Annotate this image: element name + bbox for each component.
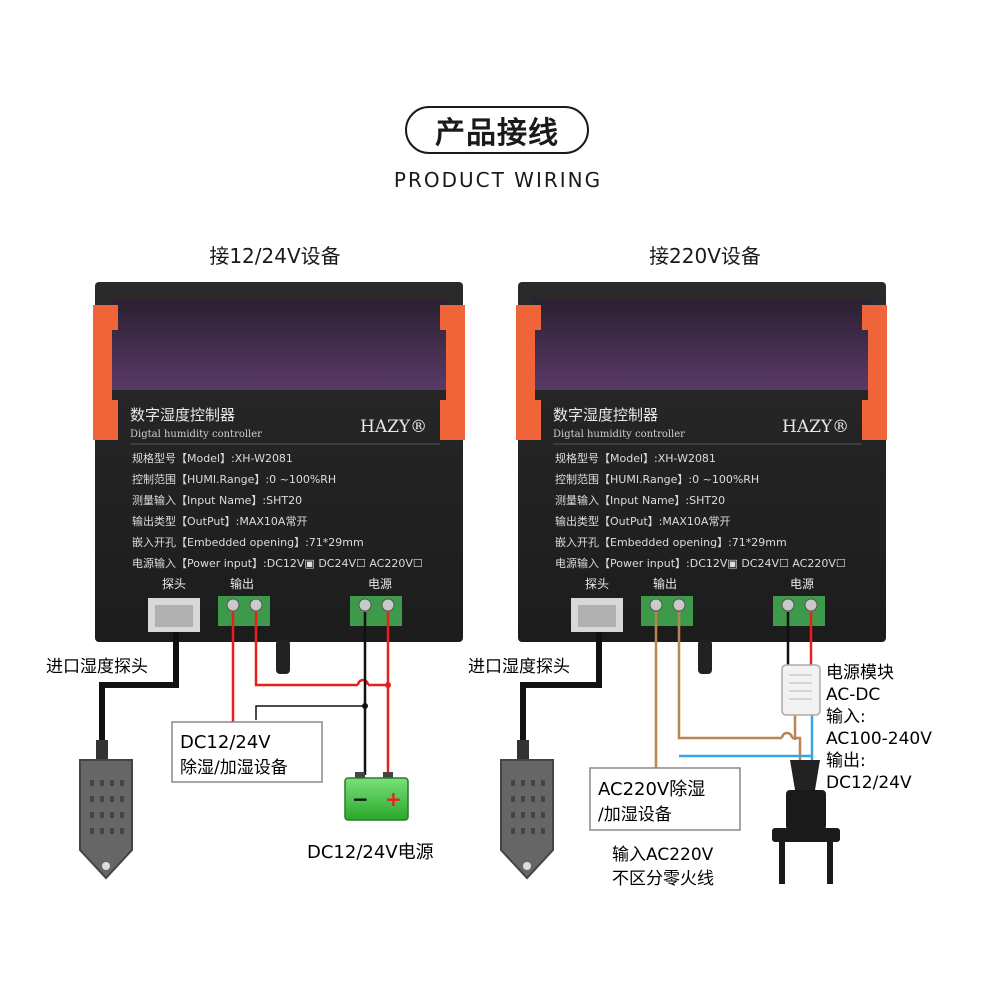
left-output-terminal — [218, 596, 270, 626]
right-term-output: 输出 — [653, 576, 677, 591]
left-clip-left — [93, 305, 118, 440]
left-ctrl-brand: HAZY® — [360, 417, 427, 437]
right-spec-3: 输出类型【OutPut】:MAX10A常开 — [555, 514, 730, 528]
battery-minus: − — [352, 787, 369, 811]
ac-plug-icon — [772, 760, 840, 884]
right-spec-2: 测量输入【Input Name】:SHT20 — [555, 493, 725, 507]
power-module-label: 电源模块 AC-DC 输入: AC100-240V 输出: DC12/24V — [826, 663, 932, 793]
right-device-line-0: AC220V除湿 — [598, 779, 705, 800]
left-heading: 接12/24V设备 — [209, 244, 341, 268]
power-module — [781, 664, 821, 716]
right-ctrl-title-cn: 数字湿度控制器 — [553, 406, 658, 424]
right-controller: 数字湿度控制器 Digtal humidity controller HAZY®… — [516, 282, 887, 674]
left-spec-lines: 规格型号【Model】:XH-W2081 控制范围【HUMI.Range】:0 … — [132, 451, 423, 570]
right-spec-lines: 规格型号【Model】:XH-W2081 控制范围【HUMI.Range】:0 … — [555, 451, 846, 570]
page-subtitle: PRODUCT WIRING — [393, 168, 603, 192]
right-spec-0: 规格型号【Model】:XH-W2081 — [555, 451, 716, 465]
left-device-box — [171, 721, 323, 783]
right-heading: 接220V设备 — [649, 244, 761, 268]
right-sensor-label: 进口湿度探头 — [468, 657, 570, 677]
battery-icon: − + — [344, 772, 409, 821]
right-spec-4: 嵌入开孔【Embedded opening】:71*29mm — [555, 536, 787, 549]
left-clip-right — [440, 305, 465, 440]
right-spec-1: 控制范围【HUMI.Range】:0 ~100%RH — [555, 472, 759, 486]
right-humidity-probe — [500, 740, 554, 880]
left-power-terminal — [350, 596, 402, 626]
left-device-line-1: 除湿/加湿设备 — [180, 758, 288, 778]
left-cable-gland — [276, 640, 290, 674]
right-device-line-1: /加湿设备 — [598, 805, 672, 825]
left-term-probe: 探头 — [162, 577, 186, 591]
right-device-box — [589, 767, 741, 831]
module-line-4: 输出: — [826, 751, 866, 771]
right-display-window — [533, 300, 873, 390]
left-display-window — [110, 300, 450, 390]
left-device-line-0: DC12/24V — [180, 732, 271, 753]
right-power-terminal — [773, 596, 825, 626]
page-title: 产品接线 — [435, 116, 559, 151]
left-term-power: 电源 — [368, 577, 392, 591]
right-term-power: 电源 — [790, 577, 814, 591]
right-spec-5: 电源输入【Power input】:DC12V▣ DC24V☐ AC220V☐ — [555, 556, 846, 570]
right-clip-right — [862, 305, 887, 440]
left-power-label: DC12/24V电源 — [307, 842, 434, 863]
left-term-output: 输出 — [230, 576, 254, 591]
module-line-5: DC12/24V — [826, 773, 912, 793]
module-line-0: 电源模块 — [826, 663, 894, 683]
plug-label-0: 输入AC220V — [612, 845, 714, 865]
battery-plus: + — [385, 787, 402, 811]
left-spec-4: 嵌入开孔【Embedded opening】:71*29mm — [132, 536, 364, 549]
right-ctrl-brand: HAZY® — [782, 417, 849, 437]
module-line-2: 输入: — [826, 707, 866, 727]
plug-label-1: 不区分零火线 — [612, 869, 714, 889]
left-spec-2: 测量输入【Input Name】:SHT20 — [132, 493, 302, 507]
left-spec-1: 控制范围【HUMI.Range】:0 ~100%RH — [132, 472, 336, 486]
left-humidity-probe — [79, 740, 133, 880]
right-output-terminal — [641, 596, 693, 626]
right-cable-gland — [698, 640, 712, 674]
left-ctrl-title-cn: 数字湿度控制器 — [130, 406, 235, 424]
title-badge: 产品接线 — [405, 106, 589, 154]
left-spec-0: 规格型号【Model】:XH-W2081 — [132, 451, 293, 465]
left-ctrl-title-en: Digtal humidity controller — [130, 429, 262, 440]
right-clip-left — [516, 305, 541, 440]
module-line-1: AC-DC — [826, 685, 880, 705]
right-ctrl-title-en: Digtal humidity controller — [553, 429, 685, 440]
left-spec-5: 电源输入【Power input】:DC12V▣ DC24V☐ AC220V☐ — [132, 556, 423, 570]
left-wires — [99, 612, 391, 775]
module-line-3: AC100-240V — [826, 729, 932, 749]
left-spec-3: 输出类型【OutPut】:MAX10A常开 — [132, 514, 307, 528]
right-term-probe: 探头 — [585, 577, 609, 591]
left-controller: 数字湿度控制器 Digtal humidity controller HAZY®… — [93, 282, 465, 674]
right-wires — [520, 612, 814, 768]
left-sensor-label: 进口湿度探头 — [46, 657, 148, 677]
